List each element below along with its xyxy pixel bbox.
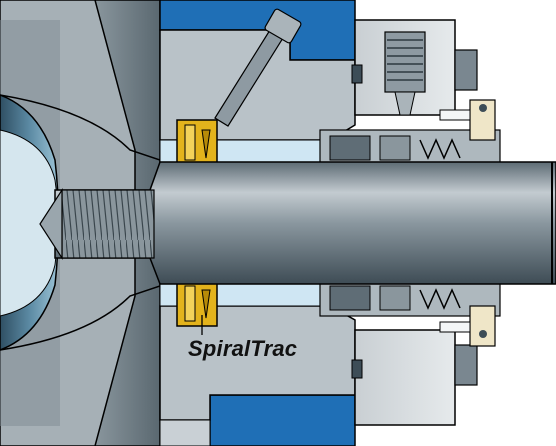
flush-line	[214, 8, 302, 127]
mechanical-seal-top	[319, 19, 501, 167]
shaft-thread	[61, 189, 155, 259]
spiraltrac-insert-bottom	[176, 281, 218, 335]
shaft	[39, 161, 556, 285]
spiraltrac-label: SpiralTrac	[188, 336, 298, 361]
mechanical-seal-bottom	[319, 279, 501, 426]
spiraltrac-insert-top	[176, 119, 218, 165]
